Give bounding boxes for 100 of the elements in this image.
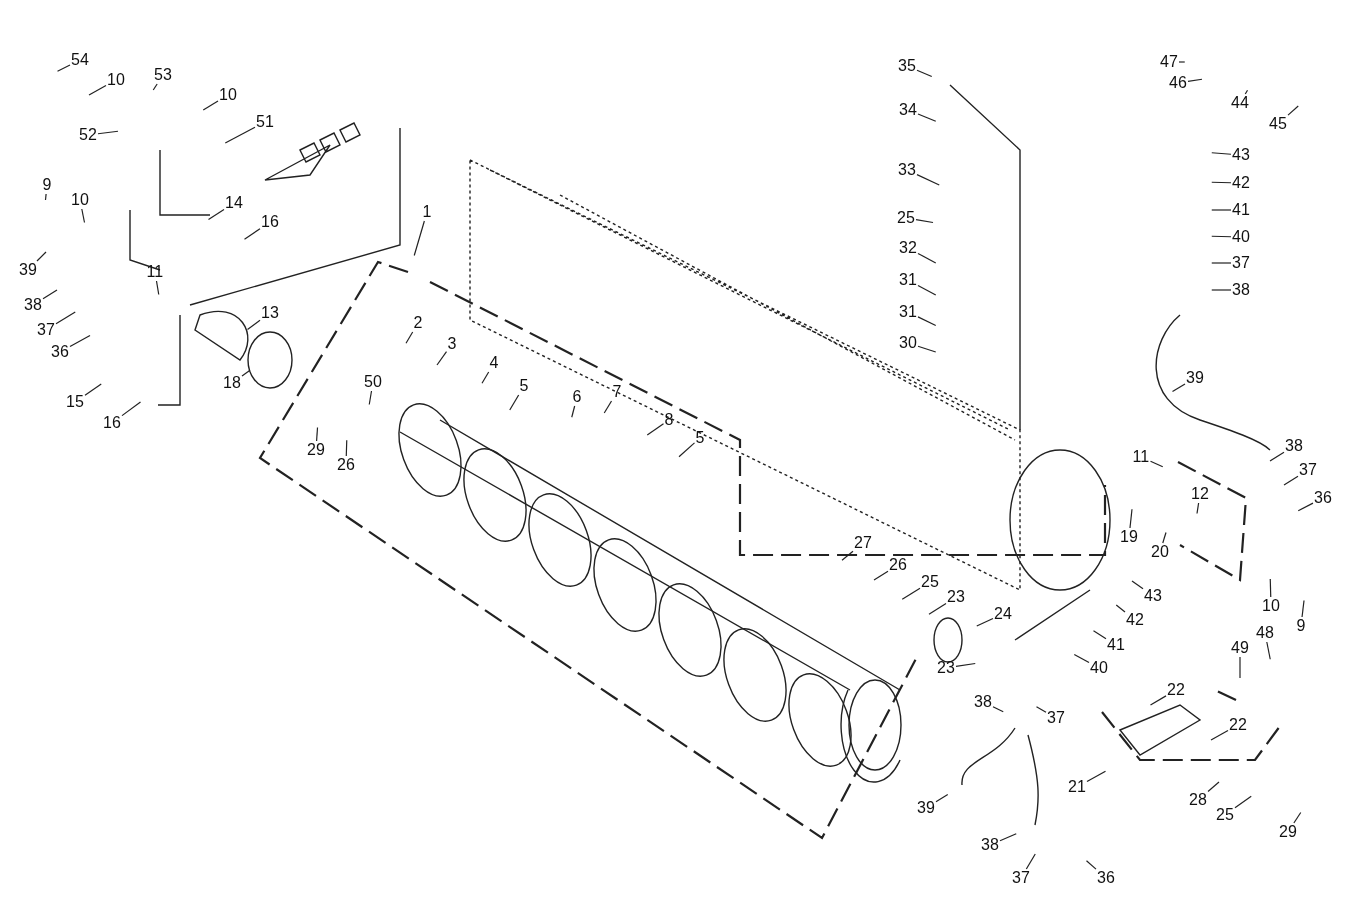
callout-number: 14 xyxy=(225,195,243,211)
leader-line xyxy=(915,219,934,224)
callout-number: 23 xyxy=(937,660,955,676)
leader-line xyxy=(916,174,940,186)
leader-line xyxy=(1301,599,1305,618)
leader-line xyxy=(202,100,219,111)
leader-line xyxy=(1211,181,1232,184)
callout-number: 29 xyxy=(307,442,325,458)
callout-number: 13 xyxy=(261,305,279,321)
callout-number: 39 xyxy=(19,262,37,278)
callout-number: 40 xyxy=(1232,229,1250,245)
callout-number: 38 xyxy=(1285,438,1303,454)
leader-line xyxy=(955,662,976,668)
callout-number: 41 xyxy=(1232,202,1250,218)
callout-number: 10 xyxy=(219,87,237,103)
callout-number: 2 xyxy=(413,315,423,331)
leader-line xyxy=(917,345,937,353)
callout-number: 28 xyxy=(1189,792,1207,808)
callout-number: 37 xyxy=(1012,870,1030,886)
callout-number: 12 xyxy=(1191,486,1209,502)
leader-line xyxy=(999,833,1017,842)
leader-line xyxy=(1287,105,1299,116)
leader-line xyxy=(97,130,119,135)
callout-number: 27 xyxy=(854,535,872,551)
leader-line xyxy=(1086,770,1107,783)
leader-line xyxy=(436,351,448,366)
callout-number: 51 xyxy=(256,114,274,130)
leader-line xyxy=(1092,630,1107,640)
callout-number: 43 xyxy=(1232,147,1250,163)
leader-line xyxy=(1283,475,1299,486)
callout-number: 42 xyxy=(1126,612,1144,628)
leader-line xyxy=(241,369,251,377)
leader-line xyxy=(1171,383,1186,393)
leader-line xyxy=(55,311,76,325)
leader-line xyxy=(917,113,937,122)
callout-number: 38 xyxy=(1232,282,1250,298)
leader-line xyxy=(69,334,91,348)
callout-number: 39 xyxy=(1186,370,1204,386)
callout-number: 37 xyxy=(1047,710,1065,726)
callout-number: 18 xyxy=(223,375,241,391)
leader-line xyxy=(44,193,47,201)
callout-number: 47 xyxy=(1160,54,1178,70)
callout-number: 37 xyxy=(1299,462,1317,478)
leader-line xyxy=(916,69,933,78)
leader-line xyxy=(1085,860,1097,870)
leader-line xyxy=(917,284,937,296)
callout-number: 19 xyxy=(1120,529,1138,545)
callout-number: 9 xyxy=(1296,618,1306,634)
leader-line xyxy=(1115,604,1126,613)
callout-number: 16 xyxy=(261,214,279,230)
leader-line xyxy=(405,331,414,344)
leader-line xyxy=(81,208,86,224)
callout-number: 10 xyxy=(71,192,89,208)
leader-line xyxy=(1149,460,1164,468)
leader-line xyxy=(316,426,319,442)
leader-line xyxy=(603,400,613,414)
leader-line xyxy=(368,390,373,406)
leader-line xyxy=(935,793,949,803)
callout-number: 25 xyxy=(921,574,939,590)
callout-number: 46 xyxy=(1169,75,1187,91)
leader-line xyxy=(481,371,490,384)
callout-number: 31 xyxy=(899,304,917,320)
callout-number: 32 xyxy=(899,240,917,256)
leader-line xyxy=(976,617,994,627)
leader-line xyxy=(1149,695,1167,706)
leader-line xyxy=(56,64,71,72)
leader-line xyxy=(928,602,947,615)
callout-number: 11 xyxy=(1132,449,1150,465)
leader-line xyxy=(88,84,107,96)
callout-number: 11 xyxy=(146,264,164,280)
leader-line xyxy=(121,401,142,417)
callout-number: 37 xyxy=(37,322,55,338)
leader-line xyxy=(1211,262,1232,264)
leader-line xyxy=(1211,235,1232,238)
leader-line xyxy=(246,319,261,331)
leader-line xyxy=(224,126,256,144)
leader-line xyxy=(243,228,261,240)
callout-number: 25 xyxy=(1216,807,1234,823)
callout-number: 34 xyxy=(899,102,917,118)
leader-line xyxy=(1211,152,1232,155)
leader-line xyxy=(345,439,348,457)
callout-number: 7 xyxy=(612,384,622,400)
callout-number: 5 xyxy=(695,430,705,446)
callout-number: 35 xyxy=(898,58,916,74)
callout-number: 36 xyxy=(51,344,69,360)
callout-number: 40 xyxy=(1090,660,1108,676)
callout-number: 50 xyxy=(364,374,382,390)
leader-line xyxy=(1210,729,1229,741)
callout-number: 42 xyxy=(1232,175,1250,191)
callout-number: 31 xyxy=(899,272,917,288)
leader-line xyxy=(873,570,889,581)
callout-number: 3 xyxy=(447,336,457,352)
callout-number: 4 xyxy=(489,355,499,371)
leader-line xyxy=(1266,641,1271,660)
leader-line xyxy=(207,208,225,221)
leader-line xyxy=(1244,89,1249,95)
callout-number: 10 xyxy=(107,72,125,88)
callout-number: 48 xyxy=(1256,625,1274,641)
leader-line xyxy=(1234,795,1252,809)
leader-line xyxy=(36,251,47,262)
